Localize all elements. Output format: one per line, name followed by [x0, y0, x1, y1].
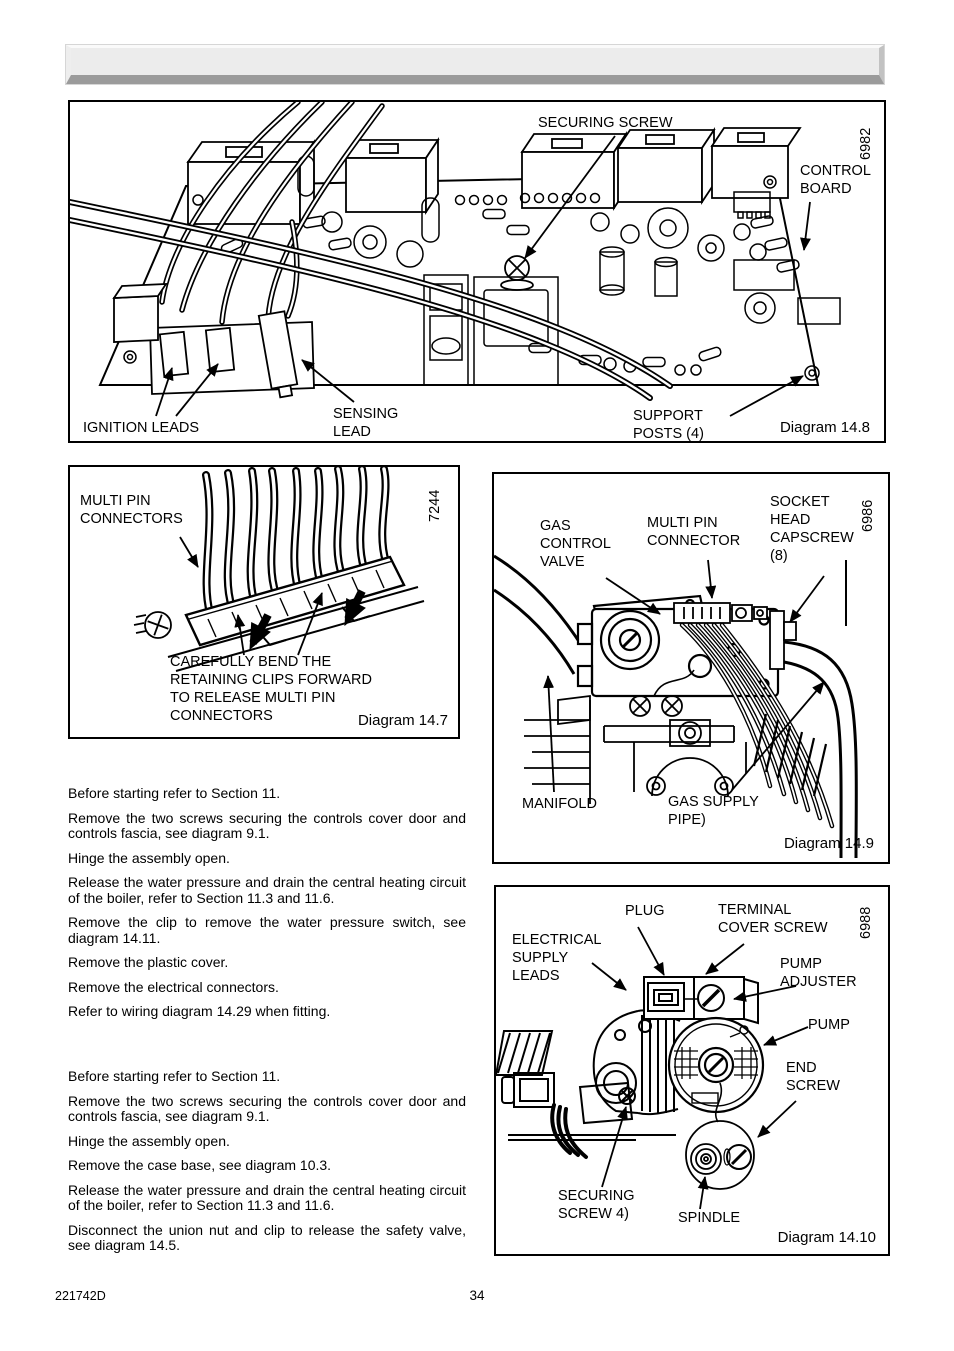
caption-diagram-14-8: Diagram 14.8	[779, 419, 870, 436]
spindle-inset	[685, 1082, 755, 1190]
left-pipe	[496, 1030, 555, 1108]
paragraph: Before starting refer to Section 11.	[68, 1068, 281, 1084]
ref-number-7244: 7244	[427, 489, 443, 522]
base-line	[508, 1134, 676, 1141]
paragraph: Disconnect the union nut and clip to rel…	[68, 1221, 466, 1253]
lead-connectors	[112, 283, 315, 399]
paragraph: Hinge the assembly open.	[68, 849, 230, 866]
inlet-pipes	[494, 554, 580, 675]
paragraph: Release the water pressure and drain the…	[68, 874, 466, 906]
paragraph: Refer to wiring diagram 14.29 when fitti…	[68, 1003, 331, 1019]
ref-number-6986: 6986	[860, 499, 876, 532]
label-multi-pin-connectors: MULTI PIN CONNECTORS	[80, 493, 183, 527]
ref-number-6988: 6988	[858, 906, 874, 939]
paragraph: Before starting refer to Section 11.	[68, 785, 281, 801]
hanging-leads	[550, 1103, 588, 1159]
pump-instructions: Before starting refer to Section 11. Rem…	[68, 1068, 466, 1263]
paragraph: Remove the two screws securing the contr…	[68, 1092, 466, 1124]
terminal-box	[643, 976, 759, 1025]
multi-pin-connector-illustration	[133, 467, 425, 672]
leader-arrows	[591, 926, 809, 1210]
paragraph: Remove the two screws securing the contr…	[68, 809, 466, 841]
paragraph: Remove the clip to remove the water pres…	[68, 914, 466, 946]
label-end-screw: END SCREW	[786, 1060, 840, 1094]
pump-body	[578, 1009, 681, 1125]
diagram-14-9-box: GAS CONTROL VALVE MULTI PIN CONNECTOR SO…	[492, 472, 890, 864]
label-electrical-supply-leads: ELECTRICAL SUPPLY LEADS	[512, 932, 602, 984]
wire-bundles	[70, 102, 673, 401]
leader-arrows	[155, 135, 811, 417]
gas-valve-illustration	[494, 554, 858, 858]
connector-wires	[202, 467, 390, 617]
label-multi-pin-connector: MULTI PIN CONNECTOR	[647, 515, 741, 549]
label-manifold: MANIFOLD	[522, 796, 597, 812]
label-securing-screw: SECURING SCREW	[538, 115, 673, 131]
label-socket-head-capscrew: SOCKET HEAD CAPSCREW (8)	[770, 494, 854, 564]
paragraph: Remove the electrical connectors.	[68, 978, 279, 995]
label-plug: PLUG	[625, 903, 665, 919]
paragraph: Remove the case base, see diagram 10.3.	[68, 1157, 332, 1173]
label-pump: PUMP	[808, 1017, 850, 1033]
securing-screw-glyph	[500, 255, 534, 291]
label-control-board: CONTROL BOARD	[800, 163, 871, 197]
control-board-illustration	[70, 102, 841, 417]
label-spindle: SPINDLE	[678, 1210, 741, 1226]
label-ignition-leads: IGNITION LEADS	[83, 420, 200, 436]
valve-wires	[679, 622, 835, 829]
diagram-14-7-box: MULTI PIN CONNECTORS CAREFULLY BEND THE …	[68, 465, 460, 739]
label-gas-supply-pipe: GAS SUPPLY PIPE)	[668, 794, 759, 828]
paragraph: Remove the plastic cover.	[68, 954, 229, 970]
hatch-marks	[752, 713, 828, 797]
ref-number-6982: 6982	[858, 127, 874, 160]
leader-arrows	[179, 536, 323, 656]
leader-arrows	[543, 559, 825, 793]
section-header-bar	[66, 45, 884, 84]
controls-instructions: Before starting refer to Section 11. Rem…	[68, 785, 466, 1029]
manifold-assembly	[524, 694, 747, 804]
valve-connector	[673, 602, 797, 670]
label-support-posts: SUPPORT POSTS (4)	[633, 408, 704, 442]
label-terminal-cover-screw: TERMINAL COVER SCREW	[718, 902, 828, 936]
paragraph: Hinge the assembly open.	[68, 1132, 230, 1149]
label-bend-clips-note: CAREFULLY BEND THE RETAINING CLIPS FORWA…	[170, 654, 372, 724]
pump-illustration	[496, 926, 809, 1210]
label-securing-screw-4: SECURING SCREW 4)	[558, 1188, 635, 1222]
footer-doc-ref: 221742D	[55, 1289, 106, 1303]
label-gas-control-valve: GAS CONTROL VALVE	[540, 518, 611, 570]
pump-face	[667, 1016, 765, 1114]
label-pump-adjuster: PUMP ADJUSTER	[780, 956, 857, 990]
pcb-components	[123, 155, 841, 386]
caption-diagram-14-7: Diagram 14.7	[357, 712, 448, 729]
footer-page-number: 34	[469, 1288, 485, 1303]
diagram-14-8-box: SECURING SCREW CONTROL BOARD IGNITION LE…	[68, 100, 886, 443]
caption-diagram-14-10: Diagram 14.10	[777, 1229, 876, 1246]
screw-glyph	[133, 611, 172, 639]
label-sensing-lead: SENSING LEAD	[333, 406, 399, 440]
paragraph: Release the water pressure and drain the…	[68, 1181, 466, 1213]
bend-arrows	[249, 589, 366, 651]
diagram-14-10-box: PLUG TERMINAL COVER SCREW ELECTRICAL SUP…	[494, 885, 890, 1256]
gas-supply-pipe	[783, 560, 858, 858]
caption-diagram-14-9: Diagram 14.9	[783, 835, 874, 852]
